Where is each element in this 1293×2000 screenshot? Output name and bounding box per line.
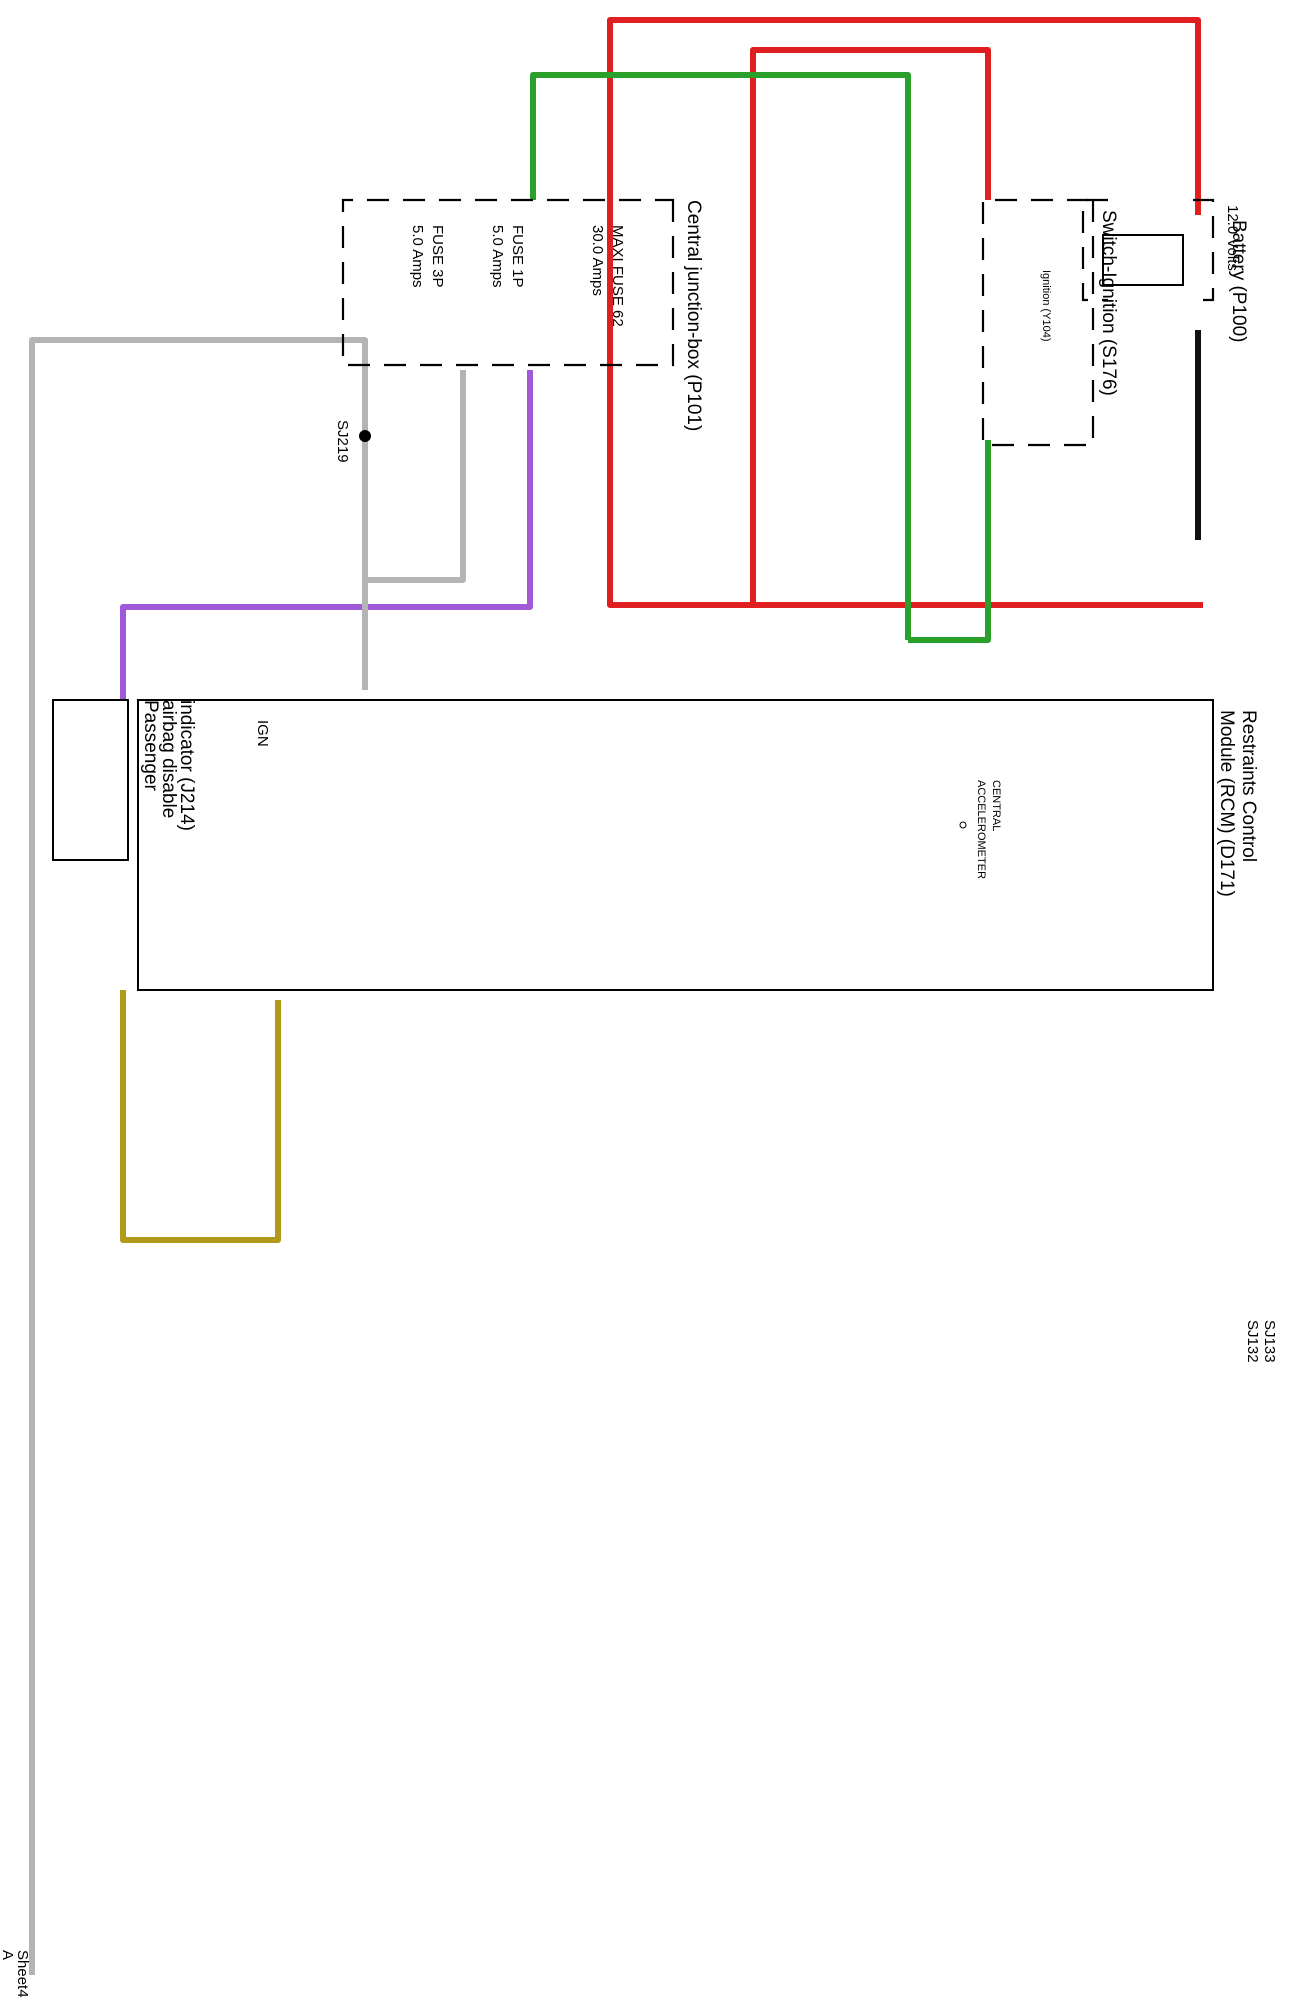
splices: SJ219 SJ132 SJ133 — [334, 420, 1278, 1363]
battery: Battery (P100) 12.0 Volts — [1081, 198, 1249, 343]
fuse3p-name: FUSE 3P — [429, 225, 446, 288]
wire-gr05-a — [29, 337, 368, 1975]
central-junction-box: Central junction-box (P101) MAXI FUSE 62… — [341, 198, 704, 431]
wire-gr05-c — [362, 370, 466, 583]
splice-sj219-label: SJ219 — [334, 420, 351, 463]
wire-ign-red — [750, 47, 991, 605]
wire-r40 — [593, 330, 753, 605]
fuse62-name: MAXI FUSE 62 — [609, 225, 626, 327]
fuse1p-name: FUSE 1P — [509, 225, 526, 288]
ignition-detail: Ignition (Y104) — [1040, 270, 1052, 342]
rcm-accel-1: CENTRAL — [990, 780, 1002, 831]
components: Battery (P100) 12.0 Volts Switch-Ignitio… — [52, 198, 1259, 991]
rcm-title-1: Restraints Control — [1238, 710, 1259, 862]
accelerometer-icon — [959, 821, 967, 829]
restraints-control-module: Restraints Control Module (RCM) (D171) C… — [137, 699, 1259, 991]
passenger-airbag-indicator: Passenger airbag disable indicator (J214… — [52, 699, 197, 861]
sheet-ref-sheet: Sheet4 — [14, 1950, 31, 1998]
splice-sj133-label: SJ133 — [1261, 1320, 1278, 1363]
indicator-line3: indicator (J214) — [176, 700, 197, 831]
rcm-accel-2: ACCELEROMETER — [975, 780, 987, 879]
battery-voltage: 12.0 Volts — [1224, 205, 1241, 271]
splice-sj132-label: SJ132 — [1244, 1320, 1261, 1363]
indicator-line1: Passenger — [140, 700, 161, 792]
wires — [29, 17, 1203, 1975]
sheet-ref-letter: A — [0, 1950, 16, 1960]
wire-p035 — [120, 370, 533, 700]
battery-title: Battery (P100) — [1228, 220, 1249, 343]
cjb-title: Central junction-box (P101) — [683, 200, 704, 431]
wire-g40 — [908, 440, 991, 643]
ignition-switch: Switch-Ignition (S176) Ignition (Y104) — [981, 198, 1119, 447]
wire-og035 — [120, 990, 281, 1243]
splice-sj219 — [359, 430, 371, 442]
rcm-title-2: Module (RCM) (D171) — [1216, 710, 1237, 897]
wire-green-cjb — [530, 72, 911, 640]
fuse1p-rating: 5.0 Amps — [489, 225, 506, 288]
sheet-reference: A Sheet4 — [0, 1950, 31, 1998]
wire-battery-red — [607, 17, 1203, 608]
fuse62-rating: 30.0 Amps — [589, 225, 606, 296]
ignition-switch-title: Switch-Ignition (S176) — [1098, 210, 1119, 396]
fuse3p-rating: 5.0 Amps — [409, 225, 426, 288]
rcm-ign-label: IGN — [254, 720, 271, 747]
indicator-line2: airbag disable — [158, 700, 179, 818]
